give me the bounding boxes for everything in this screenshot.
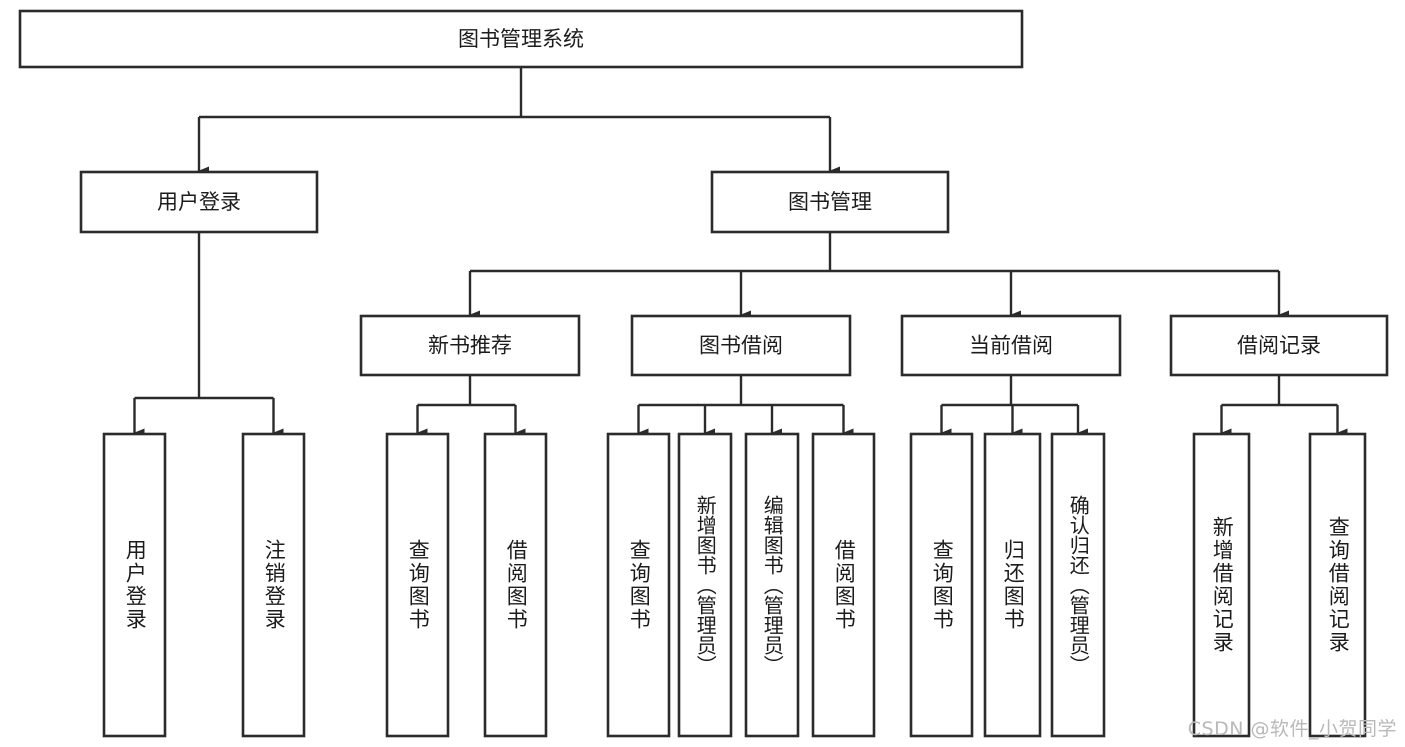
leaf-leaf-query-book-2[interactable]: [606, 432, 671, 738]
node-book-manage[interactable]: 图书管理: [710, 170, 950, 234]
node-box[interactable]: [630, 314, 852, 377]
node-box[interactable]: [710, 170, 950, 234]
watermark-text: CSDN @软件_小贺同学: [1187, 718, 1397, 740]
node-label: 借阅记录: [1237, 334, 1321, 358]
leaf-leaf-query-record[interactable]: [1308, 432, 1367, 738]
node-label: 当前借阅: [969, 334, 1053, 358]
node-label: 用户登录: [157, 190, 241, 214]
edge-group-root: [197, 67, 840, 176]
leaf-leaf-borrow-book-1[interactable]: [483, 432, 548, 738]
node-box[interactable]: [900, 314, 1122, 377]
node-box[interactable]: [744, 432, 800, 738]
leaf-leaf-borrow-book-2[interactable]: [811, 432, 876, 738]
node-label: 新书推荐: [428, 334, 512, 358]
node-box[interactable]: [18, 9, 1024, 69]
leaf-leaf-confirm-return[interactable]: [1050, 432, 1106, 738]
node-box[interactable]: [1308, 432, 1367, 738]
node-box[interactable]: [1169, 314, 1389, 377]
node-box[interactable]: [1050, 432, 1106, 738]
node-box[interactable]: [79, 170, 319, 234]
node-box[interactable]: [606, 432, 671, 738]
edge-group-book-borrow: [637, 375, 854, 438]
leaf-leaf-add-record[interactable]: [1192, 432, 1251, 738]
edge-group-new-book-rec: [416, 375, 526, 438]
node-box[interactable]: [385, 432, 450, 738]
leaf-leaf-user-login[interactable]: [102, 432, 167, 738]
node-book-borrow[interactable]: 图书借阅: [630, 314, 852, 377]
connector-layer: [133, 67, 1348, 438]
node-new-book-rec[interactable]: 新书推荐: [359, 314, 581, 377]
node-box[interactable]: [483, 432, 548, 738]
leaf-leaf-query-book-3[interactable]: [909, 432, 974, 738]
node-box[interactable]: [1192, 432, 1251, 738]
edge-group-user-login: [133, 232, 284, 438]
node-box[interactable]: [909, 432, 974, 738]
leaf-leaf-user-logout[interactable]: [241, 432, 306, 738]
node-borrow-record[interactable]: 借阅记录: [1169, 314, 1389, 377]
edge-group-borrow-record: [1220, 375, 1348, 438]
node-box[interactable]: [241, 432, 306, 738]
leaf-leaf-edit-book[interactable]: [744, 432, 800, 738]
node-root[interactable]: 图书管理系统: [18, 9, 1024, 69]
node-user-login[interactable]: 用户登录: [79, 170, 319, 234]
leaf-leaf-return-book[interactable]: [983, 432, 1042, 738]
node-box[interactable]: [677, 432, 733, 738]
edge-group-book-manage: [468, 232, 1289, 320]
node-box[interactable]: [811, 432, 876, 738]
node-current-borrow[interactable]: 当前借阅: [900, 314, 1122, 377]
leaf-leaf-query-book-1[interactable]: [385, 432, 450, 738]
leaf-leaf-add-book[interactable]: [677, 432, 733, 738]
node-label: 图书管理: [788, 190, 872, 214]
node-label: 图书管理系统: [458, 27, 584, 51]
node-box[interactable]: [102, 432, 167, 738]
node-label: 图书借阅: [699, 334, 783, 358]
node-box[interactable]: [359, 314, 581, 377]
edge-group-current-borrow: [940, 375, 1088, 438]
node-box[interactable]: [983, 432, 1042, 738]
